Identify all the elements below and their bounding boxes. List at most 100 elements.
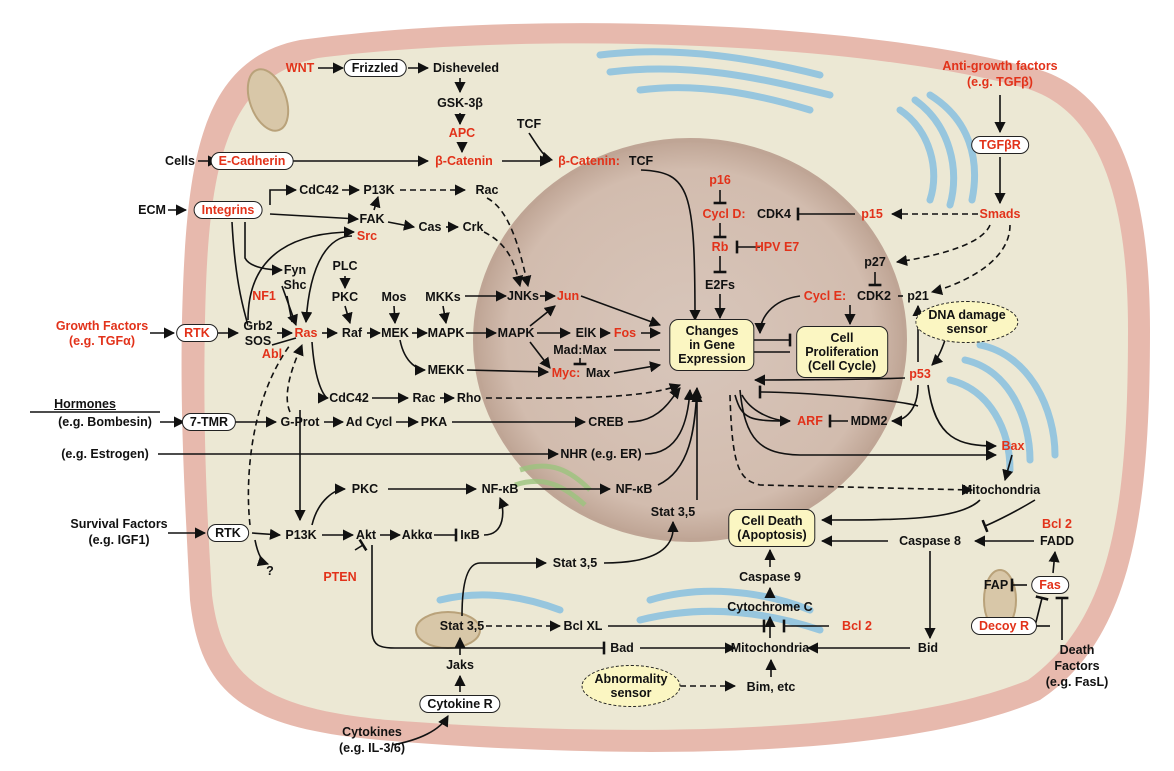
node-nfkb_b: NF-κB bbox=[615, 482, 653, 496]
box-cell_prolif-line: (Cell Cycle) bbox=[807, 359, 877, 373]
node-cells: Cells bbox=[165, 154, 195, 168]
node-qmark: ? bbox=[266, 564, 274, 578]
node-antigrowth: Anti-growth factors bbox=[942, 59, 1058, 73]
node-akt: Akt bbox=[355, 528, 377, 542]
node-grb2: Grb2 bbox=[243, 319, 273, 333]
node-p53: p53 bbox=[909, 367, 931, 381]
node-bax: Bax bbox=[1001, 439, 1025, 453]
node-rac_a: Rac bbox=[475, 183, 499, 197]
node-ecadherin: E-Cadherin bbox=[210, 152, 294, 170]
sensor-dna_sensor-line: sensor bbox=[946, 322, 988, 336]
node-bcatenin: β-Catenin bbox=[435, 154, 493, 168]
node-bclxl: Bcl XL bbox=[563, 619, 603, 633]
node-decoyr: Decoy R bbox=[970, 617, 1038, 635]
node-myc_b: Max bbox=[585, 366, 611, 380]
node-bcat_tcf_b: TCF bbox=[628, 154, 654, 168]
node-stat35_b: Stat 3,5 bbox=[650, 505, 696, 519]
node-hormones: Hormones bbox=[54, 397, 116, 411]
node-bcl2_a: Bcl 2 bbox=[1042, 517, 1072, 531]
node-ikb: IκB bbox=[460, 528, 480, 542]
node-fak: FAK bbox=[359, 212, 385, 226]
node-creb: CREB bbox=[588, 415, 624, 429]
box-gene_expression-line: in Gene bbox=[689, 338, 735, 352]
node-abl: Abl bbox=[261, 347, 283, 361]
node-cdc42b: CdC42 bbox=[329, 391, 369, 405]
node-cycle_b: CDK2 bbox=[856, 289, 892, 303]
node-crk: Crk bbox=[462, 220, 484, 234]
sensor-abnormality_sensor-line: Abnormality bbox=[594, 672, 668, 686]
node-pten: PTEN bbox=[323, 570, 357, 584]
node-arf: ARF bbox=[797, 414, 823, 428]
node-cdc42a: CdC42 bbox=[299, 183, 339, 197]
node-ras: Ras bbox=[294, 326, 318, 340]
box-cell_death-line: (Apoptosis) bbox=[737, 528, 807, 542]
node-tcf: TCF bbox=[516, 117, 542, 131]
node-survival_eg: (e.g. IGF1) bbox=[88, 533, 150, 547]
node-bim: Bim, etc bbox=[746, 680, 796, 694]
node-mapk_b: MAPK bbox=[497, 326, 535, 340]
node-smads: Smads bbox=[979, 207, 1021, 221]
box-cell_death-line: Cell Death bbox=[741, 514, 803, 528]
node-mekk: MEKK bbox=[427, 363, 465, 377]
node-growth: Growth Factors bbox=[55, 319, 149, 333]
node-shc: Shc bbox=[283, 278, 307, 292]
node-mito_a: Mitochondria bbox=[961, 483, 1041, 497]
node-cycld_b: CDK4 bbox=[756, 207, 792, 221]
node-nfkb_a: NF-κB bbox=[481, 482, 519, 496]
node-rtk_b: RTK bbox=[207, 524, 249, 542]
node-ecm: ECM bbox=[138, 203, 166, 217]
box-gene_expression-line: Changes bbox=[685, 324, 739, 338]
node-bcl2_b: Bcl 2 bbox=[842, 619, 872, 633]
node-mos: Mos bbox=[381, 290, 407, 304]
sensor-abnormality_sensor-line: sensor bbox=[610, 686, 652, 700]
node-adcycl: Ad Cycl bbox=[345, 415, 393, 429]
node-cytokines: Cytokines bbox=[342, 725, 402, 739]
node-death: Death bbox=[1059, 643, 1095, 657]
node-rb: Rb bbox=[711, 240, 729, 254]
node-tmr: 7-TMR bbox=[181, 413, 237, 431]
node-akka: Akkα bbox=[401, 528, 433, 542]
node-mkks: MKKs bbox=[425, 290, 461, 304]
node-nf1: NF1 bbox=[252, 289, 276, 303]
node-fyn: Fyn bbox=[283, 263, 307, 277]
node-pkc_b: PKC bbox=[351, 482, 379, 496]
node-p13k_a: P13K bbox=[363, 183, 395, 197]
node-raf: Raf bbox=[341, 326, 363, 340]
node-sos: SOS bbox=[244, 334, 272, 348]
node-madmax: Mad:Max bbox=[553, 343, 607, 357]
node-myc_a: Myc: bbox=[551, 366, 581, 380]
node-fap: FAP bbox=[983, 578, 1009, 592]
node-jnks: JNKs bbox=[507, 289, 539, 303]
node-death3: (e.g. FasL) bbox=[1045, 675, 1109, 689]
node-mito_b: Mitochondria bbox=[730, 641, 810, 655]
box-cell_prolif-line: Cell bbox=[830, 331, 854, 345]
node-wnt: WNT bbox=[285, 61, 315, 75]
box-cell_death: Cell Death(Apoptosis) bbox=[728, 509, 816, 547]
node-nhr: NHR (e.g. ER) bbox=[560, 447, 642, 461]
node-integrins: Integrins bbox=[193, 201, 263, 219]
node-cytochromec: Cytochrome C bbox=[727, 600, 813, 614]
node-bad: Bad bbox=[610, 641, 634, 655]
node-antigrowth_eg: (e.g. TGFβ) bbox=[967, 75, 1033, 89]
node-p13k_b: P13K bbox=[285, 528, 317, 542]
node-cycld_a: Cycl D: bbox=[702, 207, 746, 221]
node-death2: Factors bbox=[1054, 659, 1100, 673]
node-mapk_a: MAPK bbox=[427, 326, 465, 340]
node-estrogen: (e.g. Estrogen) bbox=[61, 447, 149, 461]
node-fadd: FADD bbox=[1039, 534, 1075, 548]
node-jun: Jun bbox=[556, 289, 580, 303]
box-cell_prolif-line: Proliferation bbox=[805, 345, 879, 359]
node-bid: Bid bbox=[917, 641, 939, 655]
node-cas: Cas bbox=[418, 220, 442, 234]
node-disheveled: Disheveled bbox=[432, 61, 500, 75]
node-bombesin: (e.g. Bombesin) bbox=[58, 415, 152, 429]
node-mdm2: MDM2 bbox=[850, 414, 888, 428]
node-p27: p27 bbox=[864, 255, 886, 269]
node-jaks: Jaks bbox=[446, 658, 474, 672]
node-p15: p15 bbox=[861, 207, 883, 221]
